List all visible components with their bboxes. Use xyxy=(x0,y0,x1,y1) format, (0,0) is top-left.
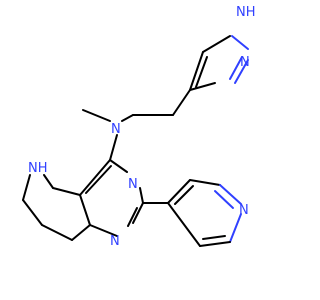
pyridine-ring xyxy=(142,179,242,247)
bond xyxy=(41,224,73,241)
ethyl-linker xyxy=(132,89,191,116)
bond xyxy=(172,89,191,116)
bond xyxy=(214,190,234,209)
atom-label-pyrazole-nh: NH xyxy=(236,5,256,20)
atom-label-pyrazole-n: N xyxy=(240,55,250,70)
bond xyxy=(132,202,144,224)
bond xyxy=(79,159,111,196)
n-methyl-amine xyxy=(82,109,134,161)
bond xyxy=(174,185,194,205)
bond xyxy=(79,194,91,226)
bond xyxy=(43,174,54,189)
pyrazole-ring xyxy=(189,35,249,91)
bond xyxy=(139,187,144,204)
bond xyxy=(71,224,91,241)
bond xyxy=(109,134,118,161)
bond xyxy=(229,56,243,80)
bond xyxy=(167,179,191,204)
bond xyxy=(202,235,226,240)
bond xyxy=(231,35,249,50)
azepane-ring xyxy=(22,174,91,241)
bond xyxy=(82,109,111,122)
bond xyxy=(189,179,221,186)
bond xyxy=(89,224,118,237)
bond xyxy=(127,207,138,227)
bond xyxy=(22,199,43,226)
bond xyxy=(22,174,31,201)
atom-label-amine-n: N xyxy=(111,122,121,137)
bond xyxy=(52,187,81,196)
atom-label-pyrimidine-n-bottom: N xyxy=(110,234,120,249)
bond xyxy=(121,114,134,122)
atom-label-pyrimidine-n-top: N xyxy=(128,177,138,192)
bond xyxy=(202,35,231,53)
bond xyxy=(234,59,249,84)
bond xyxy=(219,184,242,205)
bond xyxy=(229,213,242,243)
pyrimidine-ring xyxy=(79,159,144,237)
bond xyxy=(189,82,216,91)
atom-label-azepane-nh: NH xyxy=(28,161,48,176)
bond xyxy=(195,56,208,88)
bond xyxy=(109,159,128,173)
bond xyxy=(167,202,201,247)
bond xyxy=(199,241,231,247)
structure-canvas: NH N N N N NH N xyxy=(22,5,256,249)
bond xyxy=(189,51,204,91)
molecule-diagram: NH N N N N NH N xyxy=(22,5,256,249)
bond xyxy=(85,165,112,194)
atom-label-pyridine-n: N xyxy=(239,203,249,218)
